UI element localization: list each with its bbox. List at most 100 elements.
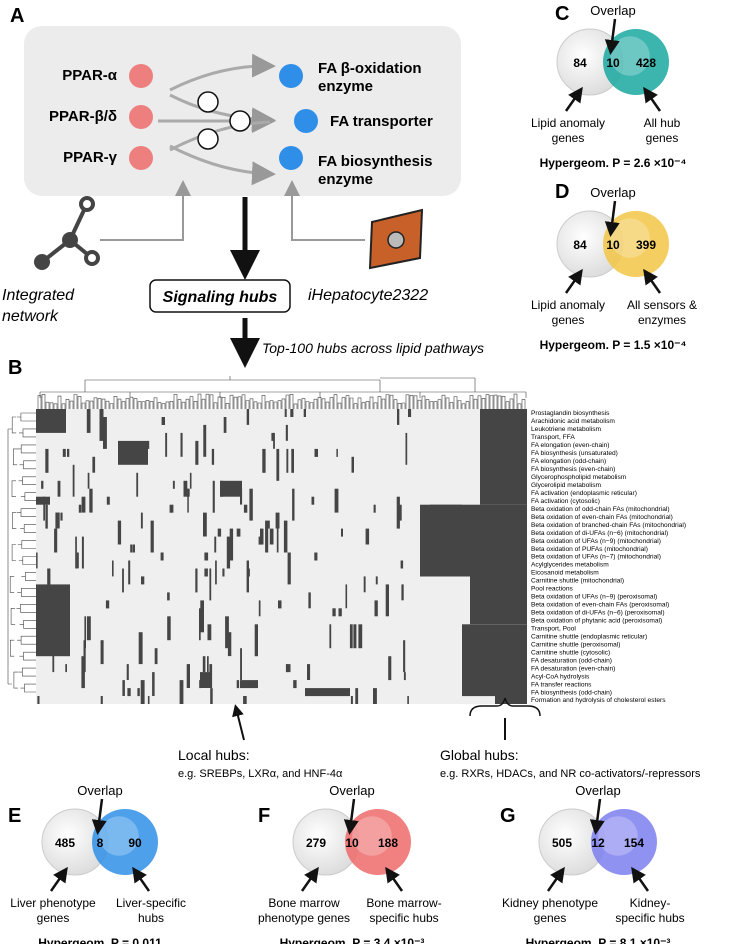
heatmap-cell: [265, 520, 269, 553]
venn-left-label: Lipid anomaly: [531, 116, 605, 130]
heatmap-cell: [363, 576, 366, 593]
heatmap-cell: [249, 488, 253, 521]
overlap-arrow: [604, 200, 620, 237]
heatmap-cell: [203, 424, 207, 457]
heatmap-cell-block: [36, 496, 50, 505]
pathway-label: Formation and hydrolysis of cholesterol …: [531, 697, 666, 704]
pathway-label: Glycerolipid metabolism: [531, 482, 601, 489]
heatmap-cell: [286, 664, 291, 673]
pathway-label: Transport, FFA: [531, 434, 575, 441]
heatmap-cell: [336, 448, 338, 457]
heatmap-cell: [276, 520, 279, 553]
heatmap-cell: [81, 656, 85, 689]
hypergeometric-p-value: Hypergeom. P = 1.5 ×10⁻⁴: [540, 338, 687, 352]
venn-right-label: enzymes: [638, 313, 686, 327]
heatmap-cell: [89, 488, 93, 513]
heatmap-cell: [75, 536, 77, 569]
pathway-label: Beta oxidation of di-UFAs (n−6) (mitocho…: [531, 530, 668, 537]
heatmap-cell: [127, 688, 131, 697]
heatmap-cell: [187, 488, 189, 513]
hypergeometric-p-value: Hypergeom. P = 0.011: [38, 936, 162, 944]
left-label-arrow: [564, 268, 583, 294]
venn-highlight: [99, 816, 139, 856]
hypergeometric-p-value: Hypergeom. P = 3.4 ×10⁻³: [280, 936, 425, 944]
venn-right-label: specific hubs: [615, 911, 684, 925]
heatmap-cell: [399, 504, 402, 521]
hypergeometric-p-value: Hypergeom. P = 2.6 ×10⁻⁴: [540, 156, 687, 170]
heatmap-cell: [179, 680, 184, 704]
heatmap-cell-block: [36, 409, 66, 433]
panel-label-e: E: [8, 805, 21, 827]
heatmap-cell: [137, 688, 140, 697]
heatmap-cell: [349, 624, 353, 649]
heatmap-cell: [211, 448, 215, 465]
heatmap-cell: [240, 648, 242, 681]
heatmap-cell: [122, 680, 125, 696]
heatmap-cell: [291, 448, 294, 473]
heatmap-cell: [271, 432, 274, 441]
hub-node: [197, 128, 219, 150]
heatmap-cell: [246, 560, 249, 593]
heatmap-cell: [287, 552, 291, 585]
heatmap-cell: [100, 696, 103, 704]
heatmap-cell: [172, 480, 175, 489]
pathway-label: Beta oxidation of UFAs (n−9) (mitochondr…: [531, 538, 661, 545]
heatmap-cell: [276, 448, 280, 481]
global-hubs-brace: [469, 697, 541, 717]
heatmap-cell-block: [480, 409, 527, 505]
pathway-label: FA activation (endoplasmic reticular): [531, 490, 637, 497]
heatmap-cell: [86, 616, 91, 641]
heatmap-cell: [83, 640, 86, 673]
heatmap-cell: [223, 417, 227, 433]
pathway-label: Beta oxidation of even-chain FAs (peroxi…: [531, 602, 669, 609]
heatmap-cell: [308, 592, 311, 609]
heatmap-cell: [353, 624, 357, 649]
target-node: [279, 64, 303, 88]
venn-left-count: 485: [55, 836, 75, 850]
venn-left-count: 84: [573, 56, 587, 70]
heatmap-cell: [76, 552, 79, 569]
heatmap-cell: [165, 432, 168, 457]
pathway-label: FA biosynthesis (even-chain): [531, 466, 615, 473]
right-label-arrow: [631, 866, 650, 892]
target-label: enzyme: [318, 171, 373, 188]
heatmap-cell: [87, 472, 90, 489]
heatmap-cell-block: [305, 688, 350, 697]
column-dendrogram-branches: [37, 376, 527, 409]
heatmap-cell: [154, 648, 158, 665]
overlap-arrow: [604, 18, 620, 55]
pathway-label: Acylglycerides metabolism: [531, 562, 609, 569]
heatmap-cell: [212, 480, 215, 513]
heatmap-cell: [227, 632, 232, 657]
heatmap-cell: [314, 552, 318, 561]
heatmap-cell: [226, 536, 231, 569]
overlap-label: Overlap: [590, 185, 636, 200]
heatmap-cell: [92, 456, 96, 473]
heatmap-cell: [373, 504, 376, 513]
heatmap-cell: [167, 592, 170, 601]
heatmap-cell: [43, 496, 45, 521]
heatmap-cell: [273, 432, 275, 449]
heatmap-cell: [332, 608, 336, 617]
hubs-label: Signaling hubs: [163, 289, 278, 306]
heatmap-cell-block: [420, 504, 462, 577]
heatmap-cell: [45, 504, 48, 529]
pathway-label: Acyl-CoA hydrolysis: [531, 673, 590, 680]
venn-overlap-count: 12: [591, 836, 605, 850]
regulator-label-alpha: PPAR-α: [62, 67, 118, 84]
heatmap-cell: [112, 560, 114, 577]
regulator-node: [129, 64, 153, 88]
heatmap-cell: [365, 528, 370, 545]
heatmap-cell-block: [240, 680, 258, 689]
venn-overlap-count: 10: [345, 836, 359, 850]
heatmap-cell: [243, 696, 247, 704]
heatmap-cell: [329, 624, 332, 649]
heatmap-cell: [189, 472, 192, 489]
target-label: FA β-oxidation: [318, 60, 422, 77]
venn-left-label: Lipid anomaly: [531, 298, 605, 312]
pathway-label: Eicosanoid metabolism: [531, 570, 599, 577]
